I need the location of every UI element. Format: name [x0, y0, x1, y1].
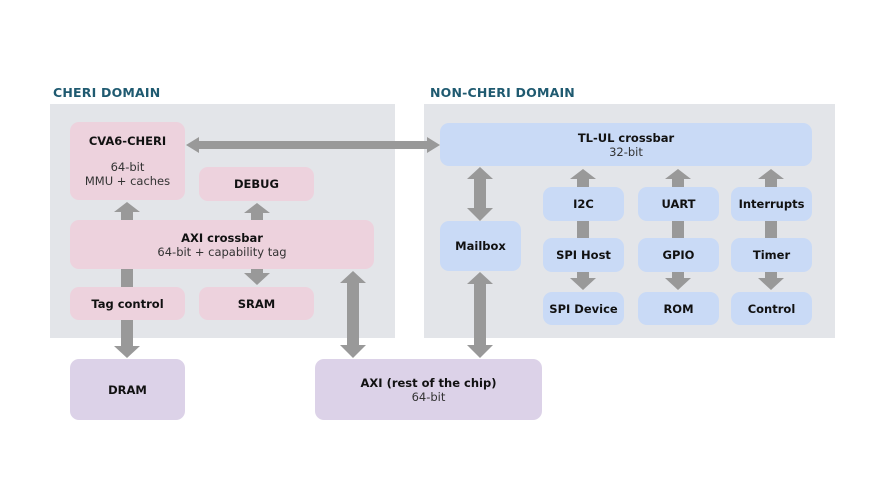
sram-block: SRAM: [199, 287, 314, 320]
spi-device-title: SPI Device: [549, 301, 618, 316]
non-cheri-domain-heading: NON-CHERI DOMAIN: [430, 85, 575, 100]
spi-device-block: SPI Device: [543, 292, 624, 325]
axi-rest-block: AXI (rest of the chip) 64-bit: [315, 359, 542, 420]
timer-title: Timer: [752, 248, 791, 262]
spi-host-block: SPI Host: [543, 238, 624, 272]
gpio-block: GPIO: [638, 238, 719, 272]
axi-crossbar-block: AXI crossbar 64-bit + capability tag: [70, 220, 374, 269]
axi-rest-subtitle: 64-bit: [411, 389, 446, 404]
cva6-cheri-block: CVA6-CHERI 64-bit MMU + caches: [70, 122, 185, 200]
debug-title: DEBUG: [234, 177, 279, 191]
cva6-title: CVA6-CHERI: [88, 134, 167, 148]
control-title: Control: [747, 301, 796, 316]
axi-crossbar-subtitle: 64-bit + capability tag: [157, 244, 287, 259]
spi-host-title: SPI Host: [556, 248, 611, 262]
tag-control-block: Tag control: [70, 287, 185, 320]
tlul-subtitle: 32-bit: [609, 144, 643, 159]
interrupts-title: Interrupts: [738, 197, 805, 211]
sram-title: SRAM: [237, 296, 276, 311]
mailbox-title: Mailbox: [455, 239, 506, 253]
tag-control-title: Tag control: [91, 296, 164, 311]
cva6-line2: MMU + caches: [84, 174, 171, 188]
uart-block: UART: [638, 187, 719, 221]
i2c-title: I2C: [573, 197, 594, 211]
cva6-line1: 64-bit: [110, 160, 145, 174]
dram-title: DRAM: [108, 382, 147, 397]
rom-block: ROM: [638, 292, 719, 325]
mailbox-block: Mailbox: [440, 221, 521, 271]
uart-title: UART: [661, 197, 696, 211]
tlul-crossbar-block: TL-UL crossbar 32-bit: [440, 123, 812, 166]
cheri-domain-heading: CHERI DOMAIN: [53, 85, 161, 100]
axi-rest-title: AXI (rest of the chip): [360, 375, 497, 390]
timer-block: Timer: [731, 238, 812, 272]
control-block: Control: [731, 292, 812, 325]
rom-title: ROM: [663, 301, 694, 316]
i2c-block: I2C: [543, 187, 624, 221]
tlul-title: TL-UL crossbar: [577, 130, 675, 145]
dram-block: DRAM: [70, 359, 185, 420]
debug-block: DEBUG: [199, 167, 314, 201]
axi-crossbar-title: AXI crossbar: [181, 230, 263, 245]
gpio-title: GPIO: [662, 248, 695, 262]
interrupts-block: Interrupts: [731, 187, 812, 221]
